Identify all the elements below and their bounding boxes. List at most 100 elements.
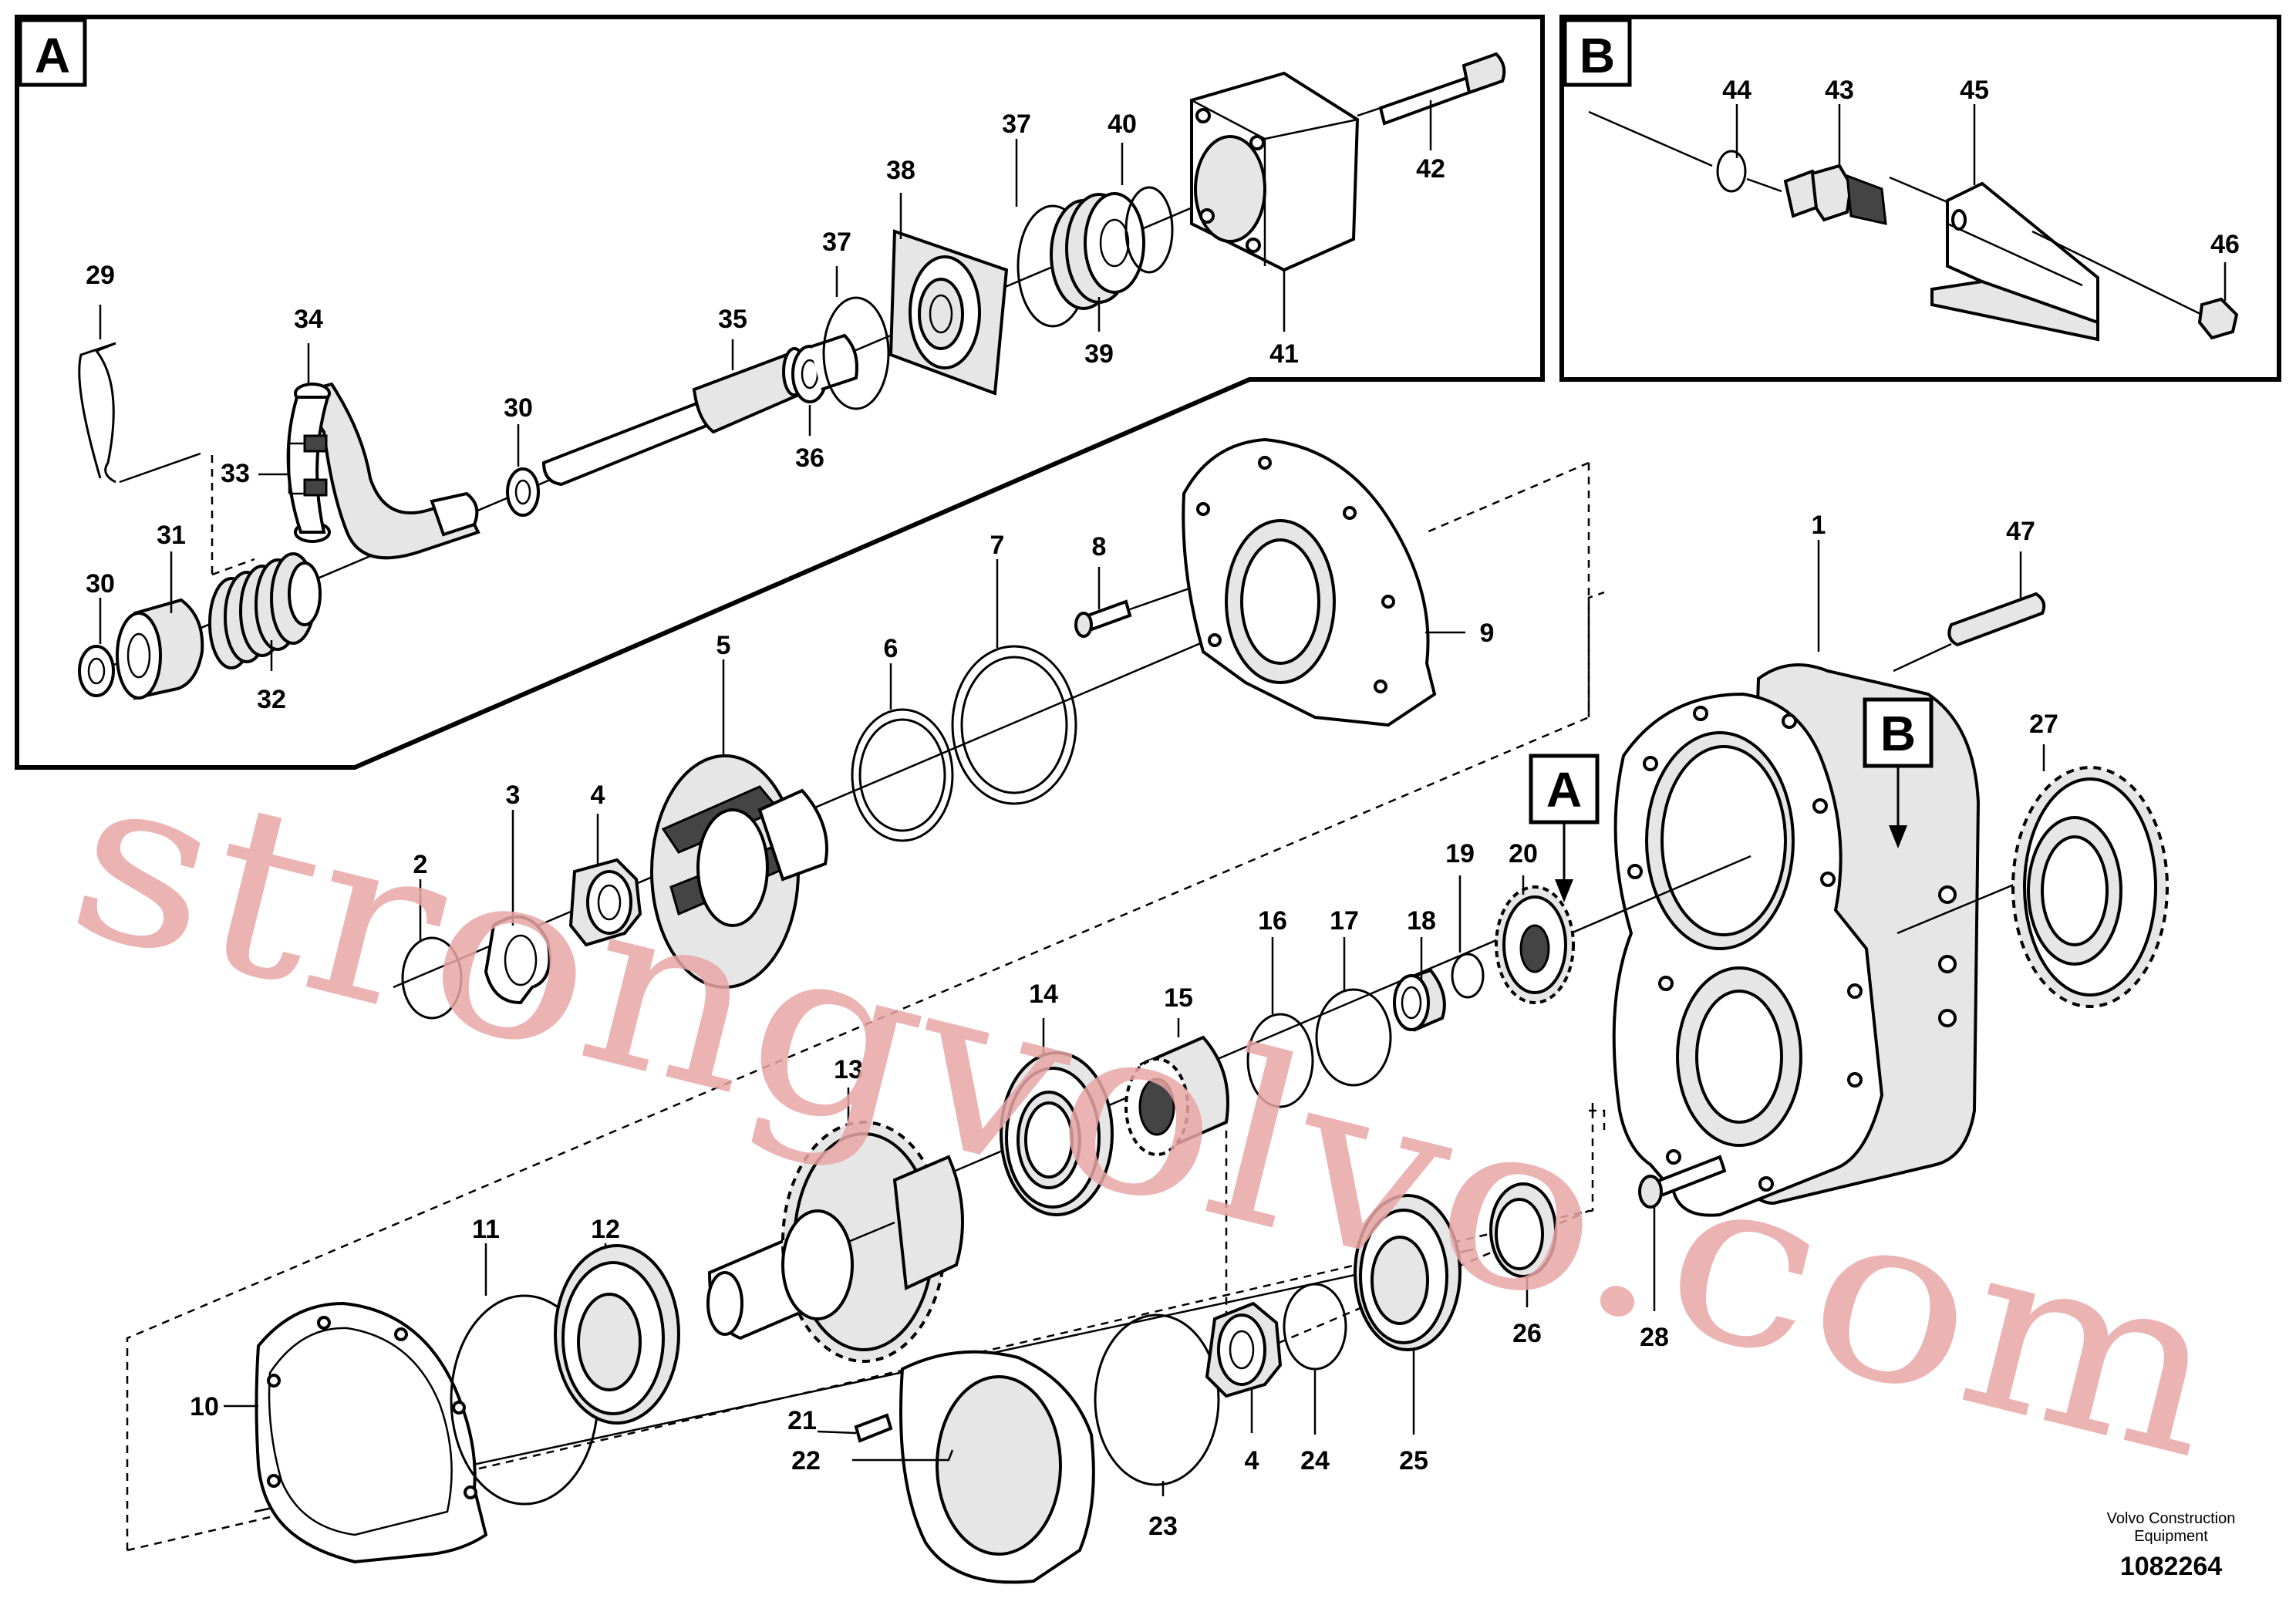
label-30-upper: 30 [504,393,533,423]
part-29-wire-clip [78,342,116,484]
inset-b-letter-box [1563,18,1632,87]
label-43: 43 [1825,76,1854,105]
label-25: 25 [1399,1446,1428,1475]
reference-number: 1082264 [2120,1552,2222,1581]
callout-b-box [1863,697,1934,768]
label-12: 12 [591,1215,620,1244]
part-5-flange [650,754,828,989]
label-39: 39 [1084,339,1114,369]
part-44-oring [1716,150,1747,193]
label-21: 21 [787,1406,817,1435]
label-28: 28 [1640,1323,1669,1352]
label-42: 42 [1416,154,1445,184]
label-11: 11 [472,1215,500,1244]
label-14: 14 [1029,980,1058,1009]
label-22: 22 [791,1446,821,1475]
inset-a-letter-box [18,18,87,87]
brand-line-1: Volvo Construction [2107,1510,2236,1527]
callout-a-letter: A [1546,762,1582,818]
part-16-ring [1246,1013,1314,1108]
label-23: 23 [1148,1512,1178,1541]
label-24: 24 [1300,1446,1330,1475]
label-7: 7 [990,531,1005,560]
part-10-gasket [255,1301,488,1564]
label-30-lower: 30 [86,569,115,599]
part-1-housing [1612,663,1981,1217]
callout-a-box [1529,754,1600,824]
label-9: 9 [1480,619,1495,648]
part-33-screw-lower [303,478,328,497]
part-46-bolt [2197,297,2239,340]
part-23-oring [1094,1313,1220,1486]
label-3: 3 [506,781,521,810]
part-18-needle-bearing [1393,968,1446,1032]
label-38: 38 [886,156,915,185]
label-4-lower: 4 [1245,1446,1259,1475]
label-33: 33 [221,459,250,488]
part-6-ring [851,708,954,842]
brand-line-2: Equipment [2134,1528,2208,1545]
inset-b-frame [1559,15,2281,382]
part-15-sleeve [1124,1035,1229,1156]
label-32: 32 [257,685,286,714]
part-34-shift-fork [294,382,480,560]
label-37-upper: 37 [1002,110,1031,139]
label-17: 17 [1330,906,1359,936]
label-6: 6 [884,634,899,663]
label-34: 34 [294,305,323,334]
label-29: 29 [86,261,115,290]
label-18: 18 [1407,906,1436,936]
label-15: 15 [1164,983,1193,1013]
part-14-bearing [1000,1051,1114,1216]
label-36: 36 [795,443,824,473]
label-46: 46 [2210,230,2240,259]
part-33-screw-upper [303,434,328,453]
label-2: 2 [413,850,428,879]
part-17-snap-ring [1315,988,1392,1087]
label-4-upper: 4 [591,781,605,810]
callout-b-letter: B [1880,706,1916,761]
inset-a-letter: A [35,28,70,83]
part-4-nut-lower [1205,1301,1283,1398]
part-45-bracket [1930,181,2099,342]
part-labels: 29 34 33 30 31 30 32 35 36 37 38 37 39 4… [86,76,2240,1541]
label-20: 20 [1509,839,1538,868]
label-1: 1 [1812,511,1826,540]
label-47: 47 [2006,517,2035,546]
part-30-ring-upper [506,467,540,517]
part-21-bolt [854,1413,893,1443]
part-7-seal [951,645,1077,805]
part-43-sensor [1783,164,1887,225]
label-5: 5 [716,631,731,660]
part-19-snap-ring [1451,953,1485,999]
inset-b-letter: B [1580,28,1615,83]
label-19: 19 [1445,839,1475,868]
label-13: 13 [834,1055,863,1084]
label-35: 35 [718,305,747,334]
part-30-ring-lower [78,645,115,697]
inset-a-frame [15,15,1545,770]
part-12-oil-seal [554,1244,680,1425]
part-27-gear [2011,766,2169,1008]
part-9-cover-plate [1182,437,1437,727]
label-26: 26 [1512,1319,1542,1348]
part-2-snap-ring [401,936,463,1020]
label-45: 45 [1960,76,1989,105]
leader-lines [99,100,2227,1496]
part-20-synchro-hub [1495,885,1575,1004]
label-44: 44 [1722,76,1752,105]
part-47-dowel-pin [1947,592,2046,647]
part-40-seal [1124,186,1174,274]
label-41: 41 [1269,339,1299,369]
part-32-spring [208,552,322,669]
label-8: 8 [1092,532,1107,561]
part-3-lock-washer [484,915,551,1005]
part-13-gear-shaft [706,1121,964,1363]
part-42-bolt [1378,75,1475,126]
label-31: 31 [157,521,186,550]
part-26-bearing-race [1489,1182,1557,1278]
label-37-lower: 37 [822,228,851,257]
label-27: 27 [2029,710,2058,739]
part-39-piston [1050,192,1145,310]
